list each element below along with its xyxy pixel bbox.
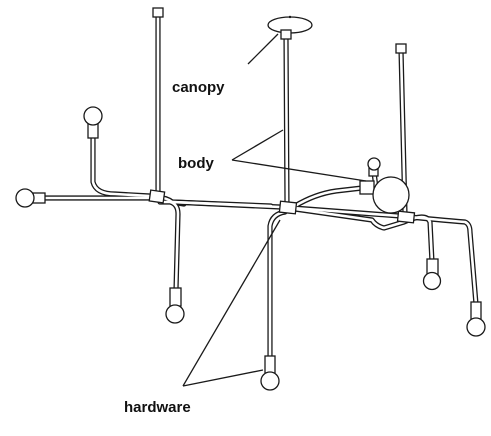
arm-upper-left [90, 133, 153, 199]
bulb-globe-right [359, 176, 410, 214]
bulb-down-right [422, 258, 442, 291]
bulb-down-center [260, 355, 280, 391]
leader-lines [182, 33, 367, 387]
junction-hubs [148, 189, 416, 224]
canopy-disc [267, 15, 313, 34]
body-leader-up [231, 129, 284, 161]
label-hardware: hardware [124, 399, 191, 416]
label-canopy: canopy [172, 79, 225, 96]
arm-right-globe [292, 185, 365, 209]
label-body: body [178, 155, 214, 172]
bulb-far-right [466, 301, 486, 337]
hardware-leader-right [182, 369, 264, 387]
bulb-small-right [367, 157, 381, 177]
hardware-leader-left [182, 219, 281, 387]
body-leader-right [231, 159, 367, 182]
rod-caps [152, 7, 407, 54]
body-pipes [37, 11, 479, 361]
bulb-down-left [165, 287, 185, 324]
canopy-leader [247, 33, 279, 65]
bulb-left [15, 188, 46, 208]
bulb-upper-left [83, 106, 103, 139]
